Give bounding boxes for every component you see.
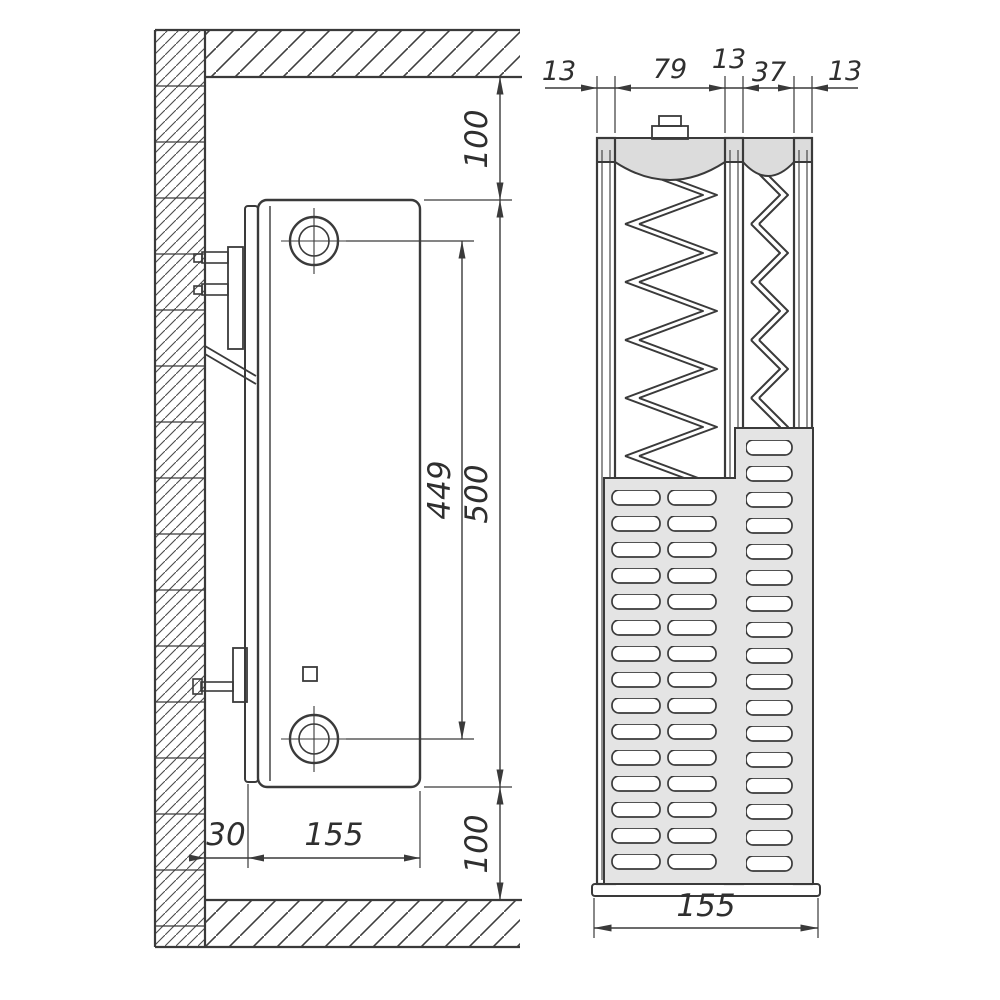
dim-panel-a: 13 (542, 56, 576, 87)
dimensions-section: 13 79 13 37 13 155 (542, 44, 862, 938)
pipe-connection-bottom (281, 706, 347, 772)
brick-joints (155, 85, 205, 927)
dim-panel-b: 13 (712, 44, 746, 75)
floor (155, 898, 522, 949)
fin-channel-narrow (744, 166, 793, 428)
dim-pipe-centers: 449 (422, 460, 458, 519)
lower-bracket-plate (232, 647, 248, 703)
side-view: 100 500 449 100 30 155 (153, 28, 522, 949)
wall (153, 30, 207, 947)
upper-bracket-plate (227, 246, 244, 350)
pipe-connection-top (281, 208, 347, 274)
convector-fins (616, 166, 793, 478)
radiator-side (244, 198, 422, 789)
dim-wall-gap: 30 (206, 817, 245, 853)
ceiling (155, 28, 522, 79)
dim-arrowheads-top (581, 84, 828, 92)
dim-channel-a: 79 (653, 54, 687, 85)
dim-bottom-clearance: 100 (459, 814, 495, 873)
dim-overall-depth: 155 (676, 888, 735, 924)
dim-depth-side: 155 (304, 817, 363, 853)
mounting-brackets (192, 246, 257, 703)
second-anchor-head (193, 285, 203, 295)
dimensions-side: 100 500 449 100 30 155 (189, 76, 512, 901)
lower-anchor-head (192, 678, 203, 695)
extension-lines (247, 199, 512, 868)
dim-overall-height: 500 (459, 464, 495, 523)
extension-lines-top (596, 76, 813, 133)
fin-channel-wide (616, 166, 724, 478)
section-view: 13 79 13 37 13 155 (542, 44, 862, 938)
radiator-body (256, 198, 422, 789)
grille-slots-right (746, 440, 796, 874)
dim-channel-b: 37 (752, 57, 786, 88)
drain-plug (302, 666, 318, 682)
dim-panel-c: 13 (828, 56, 862, 87)
air-vent-cap (651, 115, 689, 140)
base-plate (591, 883, 821, 897)
lower-anchor-bolt (200, 681, 234, 692)
dim-top-clearance: 100 (459, 109, 495, 168)
upper-anchor-head (193, 253, 203, 263)
grille-slots-left (610, 490, 718, 872)
bracket-support-arm (204, 345, 257, 385)
